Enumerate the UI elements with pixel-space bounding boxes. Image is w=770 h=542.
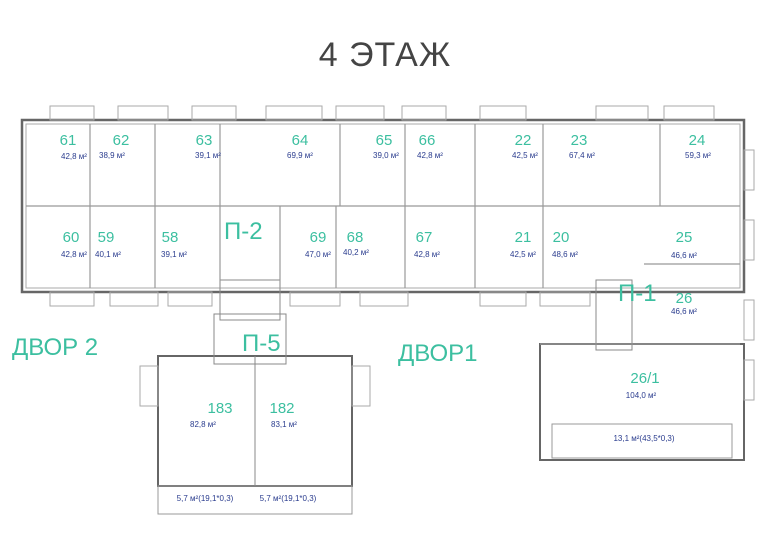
apartment-area: 83,1 м² (271, 420, 297, 429)
apartment-area: 39,0 м² (373, 151, 399, 160)
apartment-number: 26/1 (630, 370, 660, 387)
apartment-number: 22 (514, 132, 532, 149)
apartment-area: 40,1 м² (95, 250, 121, 259)
apartment-area: 40,2 м² (343, 248, 369, 257)
apartment-number: 63 (195, 132, 213, 149)
apartment-area: 42,8 м² (417, 151, 443, 160)
stair-label: П-5 (242, 330, 281, 357)
courtyard-label: ДВОР 2 (12, 334, 99, 361)
apartment-number: 60 (62, 229, 80, 246)
apartment-number: 65 (375, 132, 393, 149)
balcony-area: 13,1 м²(43,5*0,3) (613, 434, 675, 443)
stair-shaft-p1 (595, 279, 633, 351)
apartment-area: 42,8 м² (61, 152, 87, 161)
apartment-area: 82,8 м² (190, 420, 216, 429)
apartment-area: 67,4 м² (569, 151, 595, 160)
stair-label: П-1 (618, 280, 657, 307)
apartment-number: 183 (207, 400, 233, 417)
apartment-number: 67 (415, 229, 433, 246)
apartment-number: 59 (97, 229, 115, 246)
apartment-number: 69 (309, 229, 327, 246)
apartment-area: 104,0 м² (625, 391, 657, 400)
apartment-number: 24 (688, 132, 706, 149)
apartment-number: 26 (675, 290, 693, 307)
apartment-area: 42,5 м² (510, 250, 536, 259)
balcony-area: 5,7 м²(19,1*0,3) (259, 494, 317, 503)
stair-shaft-p2 (219, 279, 281, 321)
floor-title: 4 ЭТАЖ (318, 36, 452, 74)
apartment-number: 68 (346, 229, 364, 246)
apartment-area: 46,6 м² (671, 307, 697, 316)
apartment-number: 182 (269, 400, 295, 417)
stair-shaft-p5 (213, 313, 287, 365)
apartment-area: 42,8 м² (414, 250, 440, 259)
apartment-area: 69,9 м² (287, 151, 313, 160)
apartment-area: 39,1 м² (161, 250, 187, 259)
apartment-area: 46,6 м² (671, 251, 697, 260)
apartment-number: 20 (552, 229, 570, 246)
apartment-number: 62 (112, 132, 130, 149)
apartment-area: 47,0 м² (305, 250, 331, 259)
apartment-number: 58 (161, 229, 179, 246)
apartment-number: 64 (291, 132, 309, 149)
apartment-area: 42,5 м² (512, 151, 538, 160)
apartment-number: 66 (418, 132, 436, 149)
apartment-area: 38,9 м² (99, 151, 125, 160)
apartment-area: 42,8 м² (61, 250, 87, 259)
apartment-area: 39,1 м² (195, 151, 221, 160)
apartment-number: 21 (514, 229, 532, 246)
stair-label: П-2 (224, 218, 263, 245)
apartment-area: 48,6 м² (552, 250, 578, 259)
balcony-area: 5,7 м²(19,1*0,3) (176, 494, 234, 503)
apartment-number: 23 (570, 132, 588, 149)
courtyard-label: ДВОР1 (398, 340, 478, 367)
apartment-number: 25 (675, 229, 693, 246)
apartment-number: 61 (59, 132, 77, 149)
apartment-area: 59,3 м² (685, 151, 711, 160)
